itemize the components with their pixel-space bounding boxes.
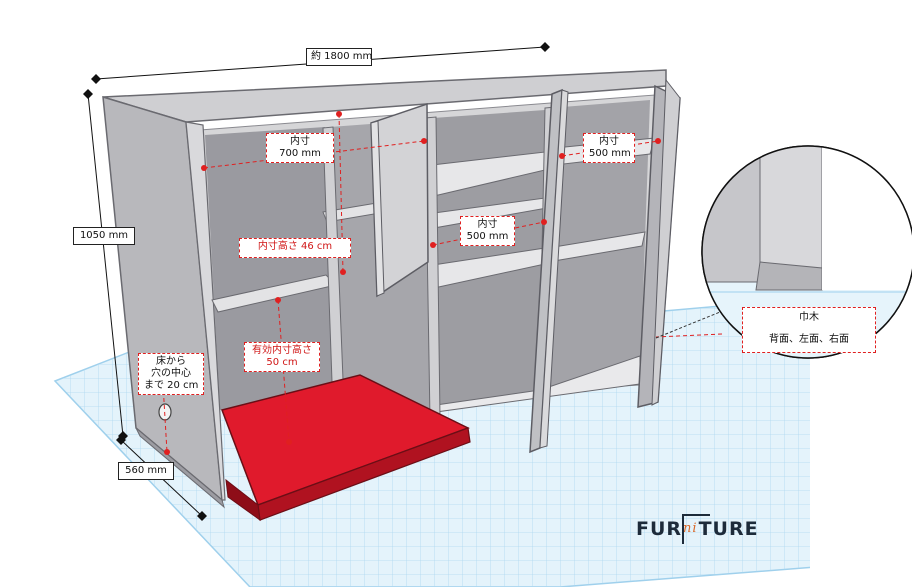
inner-width-left-line1: 内寸 [290,136,310,147]
depth-dimension-text: 560 mm [125,465,167,476]
inner-width-center-line1: 内寸 [477,219,498,230]
height-dimension-text: 1050 mm [79,230,129,241]
effective-inner-height-line1: 有効内寸高さ [252,345,312,356]
inner-width-left-label: 内寸 700 mm [266,133,334,163]
inner-height-shelf-label: 内寸高さ 46 cm [239,238,351,258]
furniture-logo: FURniTURE [636,514,758,548]
logo-text-part3: TURE [698,518,759,540]
logo-bracket-side [682,514,684,544]
inner-width-right-line2: 500 mm [589,148,631,159]
hole-from-floor-line3: まで 20 cm [144,380,199,391]
baseboard-detail-label: 巾木 背面、左面、右面 [742,307,876,353]
baseboard-detail-text: 背面、左面、右面 [769,334,849,345]
hole-from-floor-line1: 床から [156,356,186,367]
inner-width-center-line2: 500 mm [466,231,509,242]
effective-inner-height-label: 有効内寸高さ 50 cm [244,342,320,372]
height-dimension-label: 1050 mm [73,227,135,245]
inner-width-left-line2: 700 mm [279,148,321,159]
hole-from-floor-label: 床から 穴の中心 まで 20 cm [138,353,204,395]
inner-height-shelf-text: 内寸高さ 46 cm [257,241,333,252]
logo-text-part2: ni [683,521,698,536]
logo-text-part1: FUR [636,518,683,540]
logo-bracket-top [682,514,710,516]
hole-from-floor-line2: 穴の中心 [151,368,191,379]
width-dimension-label: 約 1800 mm [306,48,372,66]
effective-inner-height-line2: 50 cm [266,357,298,368]
depth-dimension-label: 560 mm [118,462,174,480]
inner-width-right-line1: 内寸 [599,136,619,147]
inner-width-right-label: 内寸 500 mm [583,133,635,163]
baseboard-detail-title: 巾木 [799,312,819,323]
inner-width-center-label: 内寸 500 mm [460,216,515,246]
width-dimension-text: 約 1800 mm [311,51,373,62]
